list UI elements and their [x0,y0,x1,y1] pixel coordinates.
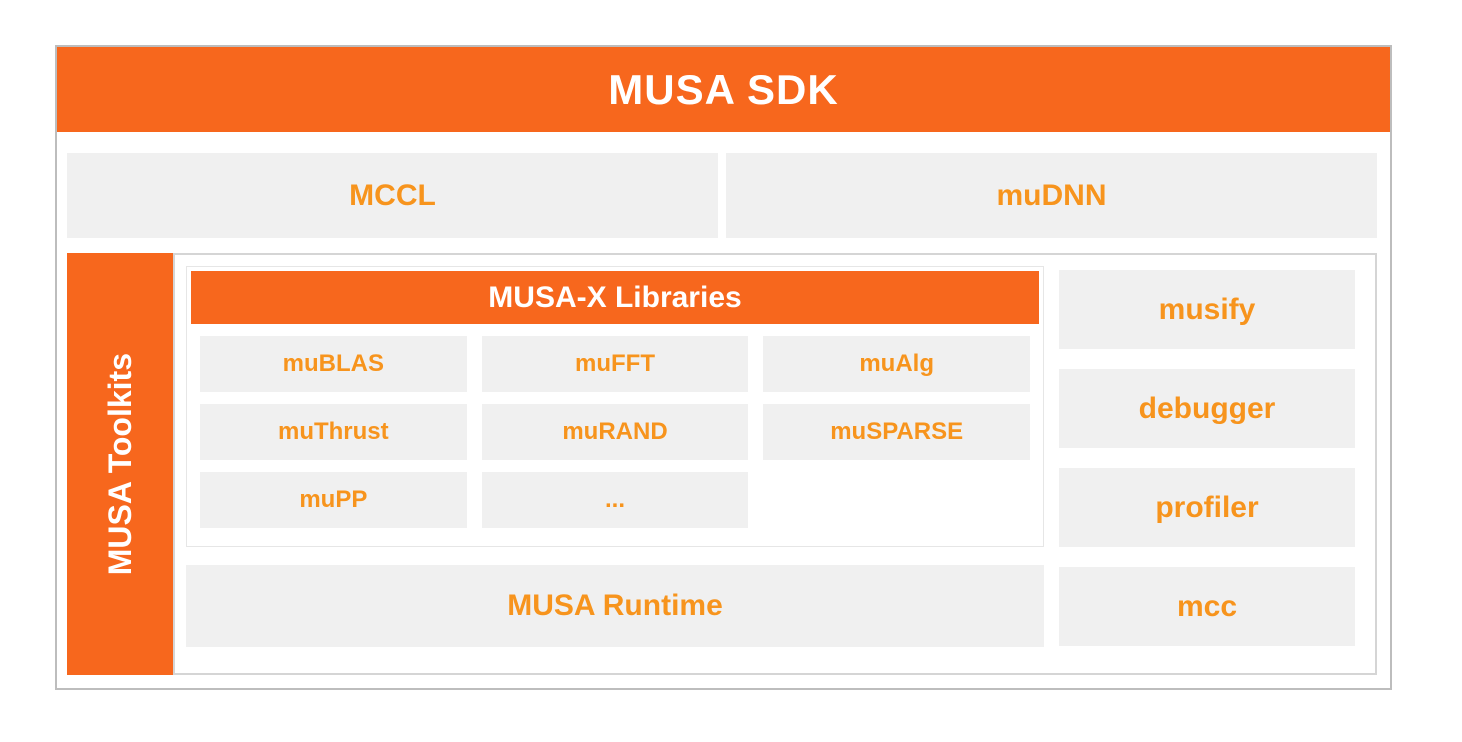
musa-sdk-banner: MUSA SDK [57,47,1390,132]
library-ellipsis: ... [481,472,749,528]
musa-x-libraries-title: MUSA-X Libraries [488,280,742,314]
library-mupp: muPP [200,472,467,528]
sdk-content-area: MCCL muDNN MUSA Toolkits MUSA-X Librarie… [57,132,1390,675]
tool-profiler-box: profiler [1059,468,1355,547]
library-murand: muRAND [481,404,749,460]
tool-debugger-label: debugger [1138,391,1276,425]
musa-runtime-label: MUSA Runtime [507,589,723,622]
musa-sdk-title: MUSA SDK [608,65,839,113]
top-libraries-row: MCCL muDNN [67,153,1377,238]
musa-toolkits-bar: MUSA Toolkits [67,253,173,675]
grid-empty-cell [763,472,1030,528]
library-mublas: muBLAS [200,336,467,392]
tool-profiler-label: profiler [1155,490,1259,524]
library-mublas-label: muBLAS [282,350,384,377]
musa-runtime-box: MUSA Runtime [186,565,1044,647]
library-mualg: muAlg [763,336,1030,392]
mudnn-box: muDNN [726,153,1377,238]
musa-toolkits-panel: MUSA-X Libraries muBLAS muFFT m [173,253,1377,675]
library-mufft-label: muFFT [575,350,655,377]
musa-sdk-container: MUSA SDK MCCL muDNN MUSA Toolkits [55,45,1392,690]
mccl-label: MCCL [349,178,436,212]
library-musparse-label: muSPARSE [830,418,964,445]
tools-column: musify debugger profiler mcc [1059,266,1355,673]
mccl-box: MCCL [67,153,718,238]
library-murand-label: muRAND [562,418,668,445]
mudnn-label: muDNN [996,178,1107,212]
tool-debugger-box: debugger [1059,369,1355,448]
toolkits-left-column: MUSA-X Libraries muBLAS muFFT m [186,266,1044,673]
tool-mcc-label: mcc [1176,589,1238,623]
library-ellipsis-label: ... [604,486,625,513]
library-muthrust-label: muThrust [277,418,389,445]
musa-x-libraries-header: MUSA-X Libraries [191,271,1039,324]
library-mualg-label: muAlg [859,350,934,377]
musa-toolkits-label: MUSA Toolkits [101,352,138,576]
library-mupp-label: muPP [299,486,368,513]
tool-musify-label: musify [1158,292,1256,326]
library-musparse: muSPARSE [763,404,1030,460]
toolkits-row: MUSA Toolkits MUSA-X Libraries muBLAS [67,253,1377,675]
library-muthrust: muThrust [200,404,467,460]
library-mufft: muFFT [481,336,749,392]
tool-musify-box: musify [1059,270,1355,349]
musa-x-libraries-grid: muBLAS muFFT muAlg muThrust [200,336,1030,528]
musa-x-libraries-box: MUSA-X Libraries muBLAS muFFT m [186,266,1044,547]
tool-mcc-box: mcc [1059,567,1355,646]
